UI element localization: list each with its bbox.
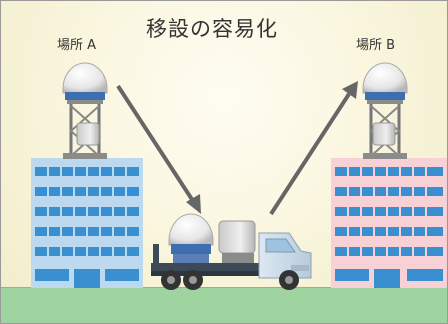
truck-bed xyxy=(151,263,303,271)
ground xyxy=(1,287,447,323)
tower-icon xyxy=(63,99,107,159)
building-a-door xyxy=(74,269,100,288)
radar-dome-icon xyxy=(168,213,214,246)
tower-icon xyxy=(363,99,407,159)
arrow-icon xyxy=(116,84,201,214)
building-b-mullions xyxy=(347,167,427,256)
building-a xyxy=(31,158,143,288)
truck-icon xyxy=(151,213,312,290)
building-b xyxy=(331,158,447,288)
radar-dome-icon xyxy=(362,62,408,100)
building-a-mullions xyxy=(47,167,127,256)
title: 移設の容易化 xyxy=(146,17,278,41)
building-b-door xyxy=(374,269,400,288)
truck-wheels xyxy=(161,270,299,290)
location-a-label: 場所 A xyxy=(57,38,97,53)
arrow-icon xyxy=(269,81,358,216)
radar-dome-icon xyxy=(62,62,108,100)
location-b-label: 場所 B xyxy=(356,38,396,53)
building-b-body xyxy=(331,158,447,288)
building-b-windows xyxy=(335,167,443,281)
equipment-box xyxy=(218,220,256,254)
